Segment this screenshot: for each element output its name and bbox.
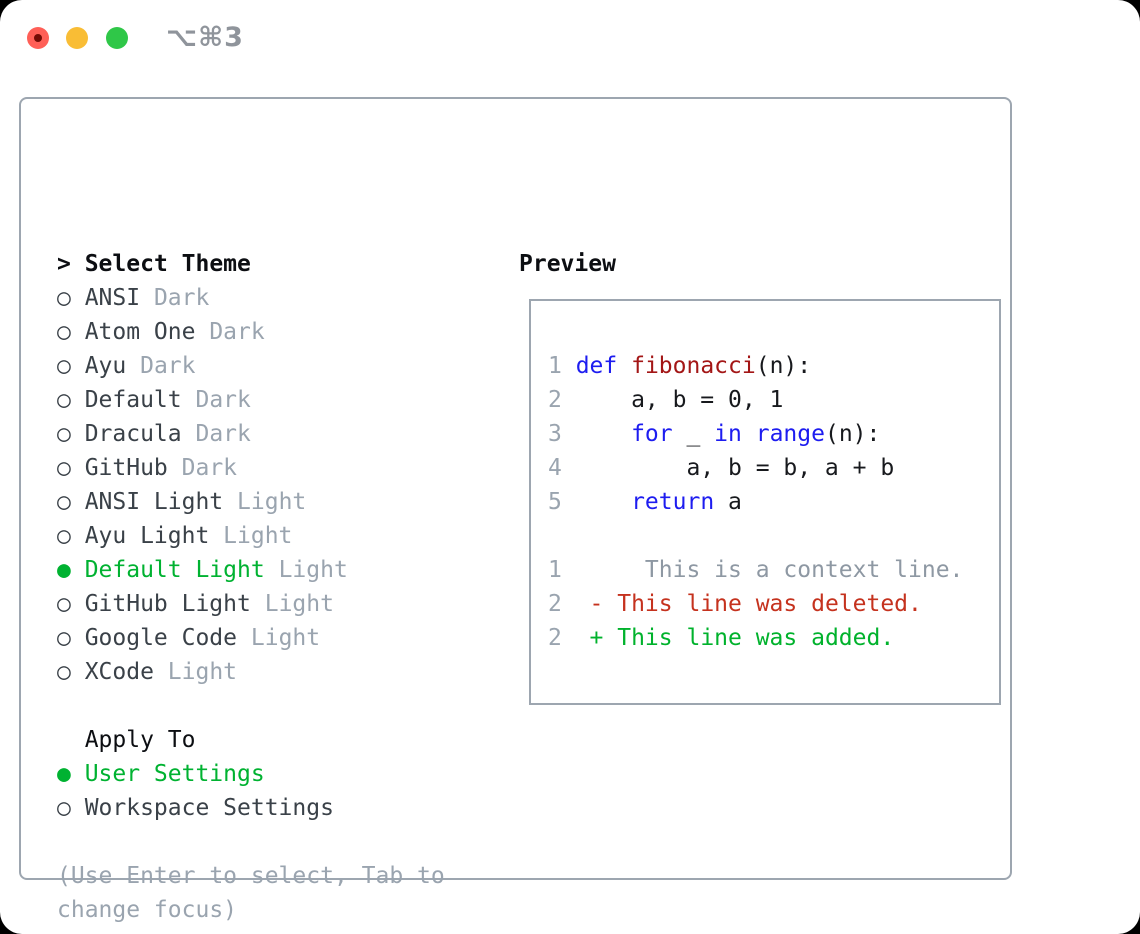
- radio-icon: ○: [57, 353, 71, 379]
- radio-icon: ○: [57, 319, 71, 345]
- theme-option-xcode-light[interactable]: ○ XCode Light: [57, 655, 507, 689]
- theme-option-ansi-dark[interactable]: ○ ANSI Dark: [57, 281, 507, 315]
- select-theme-heading: > Select Theme: [57, 247, 507, 281]
- help-text-line: change focus): [57, 897, 238, 923]
- theme-variant-tag: Light: [223, 523, 293, 549]
- radio-icon: ○: [57, 421, 71, 447]
- theme-name: Ayu Light: [84, 523, 210, 549]
- theme-list: > Select Theme ○ ANSI Dark ○ Atom One Dark ○ A…: [57, 247, 507, 689]
- line-number: 5: [548, 489, 562, 515]
- traffic-light-minimize-icon[interactable]: [66, 27, 88, 49]
- radio-icon: ○: [57, 659, 71, 685]
- theme-name: Default Light: [84, 557, 265, 583]
- theme-option-default-dark[interactable]: ○ Default Dark: [57, 383, 507, 417]
- apply-to-title: Apply To: [57, 727, 196, 753]
- cursor-icon: >: [57, 251, 85, 277]
- apply-option-name: Workspace Settings: [84, 795, 334, 821]
- line-number: 1: [548, 353, 562, 379]
- help-text: (Use Enter to select, Tab to change focus…: [57, 859, 507, 927]
- line-number: 2: [548, 625, 562, 651]
- preview-heading: Preview: [519, 251, 616, 277]
- theme-option-ayu-light-light[interactable]: ○ Ayu Light Light: [57, 519, 507, 553]
- theme-name: ANSI: [84, 285, 141, 311]
- traffic-light-zoom-icon[interactable]: [106, 27, 128, 49]
- radio-selected-icon: ●: [57, 557, 71, 583]
- blank-line: [548, 519, 963, 553]
- theme-name: XCode: [84, 659, 154, 685]
- radio-icon: ○: [57, 285, 71, 311]
- traffic-light-close-icon[interactable]: [27, 27, 49, 49]
- help-text-line: (Use Enter to select, Tab to: [57, 863, 445, 889]
- keyboard-shortcut-label: ⌥⌘3: [166, 22, 244, 53]
- theme-name: GitHub: [84, 455, 168, 481]
- theme-name: ANSI Light: [84, 489, 224, 515]
- theme-option-ansi-light-light[interactable]: ○ ANSI Light Light: [57, 485, 507, 519]
- code-line: 3 for _ in range(n):: [548, 417, 963, 451]
- theme-option-dracula-dark[interactable]: ○ Dracula Dark: [57, 417, 507, 451]
- line-number: 3: [548, 421, 562, 447]
- line-number: 1: [548, 557, 562, 583]
- line-number: 4: [548, 455, 562, 481]
- apply-option-workspace-settings[interactable]: ○ Workspace Settings: [57, 791, 507, 825]
- diff-line: 2 - This line was deleted.: [548, 587, 963, 621]
- apply-to-section: Apply To ● User Settings ○ Workspace Setting…: [57, 723, 507, 825]
- theme-variant-tag: Light: [237, 489, 307, 515]
- theme-variant-tag: Dark: [140, 353, 196, 379]
- radio-icon: ○: [57, 523, 71, 549]
- theme-variant-tag: Light: [264, 591, 334, 617]
- diff-line: 2 + This line was added.: [548, 621, 963, 655]
- radio-icon: ○: [57, 489, 71, 515]
- radio-icon: ○: [57, 795, 71, 821]
- theme-option-google-code-light[interactable]: ○ Google Code Light: [57, 621, 507, 655]
- radio-icon: ○: [57, 387, 71, 413]
- radio-icon: ○: [57, 591, 71, 617]
- theme-picker-panel: > Select Theme○ANSI Dark○Atom One Dark○A…: [19, 97, 1012, 923]
- theme-option-github-dark[interactable]: ○ GitHub Dark: [57, 451, 507, 485]
- theme-variant-tag: Light: [167, 659, 238, 685]
- theme-name: Google Code: [84, 625, 238, 651]
- theme-option-ayu-dark[interactable]: ○ Ayu Dark: [57, 349, 507, 383]
- select-theme-title: Select Theme: [84, 251, 251, 277]
- theme-variant-tag: Dark: [209, 319, 265, 345]
- apply-to-heading: Apply To: [57, 723, 507, 757]
- theme-variant-tag: Dark: [195, 421, 251, 447]
- theme-variant-tag: Dark: [153, 285, 210, 311]
- theme-option-default-light-light[interactable]: ● Default Light Light: [57, 553, 507, 587]
- theme-option-atom-one-dark[interactable]: ○ Atom One Dark: [57, 315, 507, 349]
- radio-icon: ○: [57, 455, 71, 481]
- apply-option-name: User Settings: [84, 761, 265, 787]
- theme-name: Default: [84, 387, 182, 413]
- theme-variant-tag: Dark: [181, 455, 238, 481]
- theme-variant-tag: Light: [250, 625, 321, 651]
- code-line: 4 a, b = b, a + b: [548, 451, 963, 485]
- theme-name: Atom One: [84, 319, 196, 345]
- code-line: 2 a, b = 0, 1: [548, 383, 963, 417]
- theme-option-github-light-light[interactable]: ○ GitHub Light Light: [57, 587, 507, 621]
- theme-variant-tag: Dark: [195, 387, 251, 413]
- diff-line: 1 This is a context line.: [548, 553, 963, 587]
- radio-selected-icon: ●: [57, 761, 71, 787]
- code-line: 5 return a: [548, 485, 963, 519]
- line-number: 2: [548, 591, 562, 617]
- radio-icon: ○: [57, 625, 71, 651]
- theme-variant-tag: Light: [278, 557, 348, 583]
- theme-name: GitHub Light: [84, 591, 251, 617]
- theme-name: Ayu: [84, 353, 127, 379]
- apply-option-user-settings[interactable]: ● User Settings: [57, 757, 507, 791]
- theme-name: Dracula: [84, 421, 182, 447]
- line-number: 2: [548, 387, 562, 413]
